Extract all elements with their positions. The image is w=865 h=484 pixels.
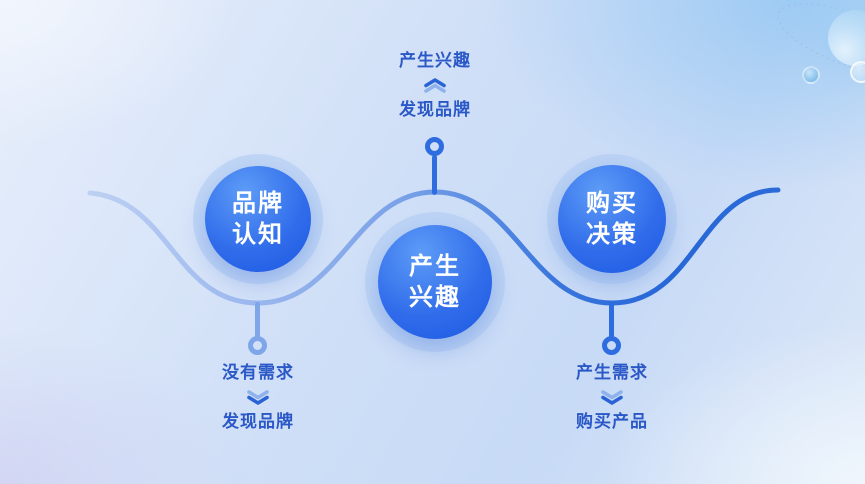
stage-label-line: 兴趣 <box>409 284 461 311</box>
right-connector-stem <box>609 302 614 338</box>
right-connector-node <box>602 336 621 355</box>
stage-label-line: 认知 <box>232 221 284 248</box>
callout-text-top: 产生需求 <box>576 363 648 382</box>
callout-text-top: 产生兴趣 <box>399 51 471 70</box>
planet-decoration <box>828 10 865 66</box>
callout-bottom-left: 没有需求 发现品牌 <box>178 362 338 433</box>
callout-text-bottom: 发现品牌 <box>399 100 471 119</box>
stage-label-line: 产生 <box>409 253 461 280</box>
small-sphere-decoration <box>802 66 820 84</box>
stage-circle-purchase-decision: 购买 决策 <box>558 165 666 273</box>
stage-label-line: 购买 <box>586 190 638 217</box>
left-connector-node <box>248 336 267 355</box>
double-chevron-up-icon <box>424 78 446 93</box>
callout-text-bottom: 购买产品 <box>576 412 648 431</box>
left-connector-stem <box>255 302 260 338</box>
callout-text-top: 没有需求 <box>222 363 294 382</box>
callout-bottom-right: 产生需求 购买产品 <box>532 362 692 433</box>
callout-text-bottom: 发现品牌 <box>222 412 294 431</box>
double-chevron-down-icon <box>247 390 269 405</box>
stage-circle-interest: 产生 兴趣 <box>378 225 492 339</box>
top-connector-node <box>425 137 444 156</box>
callout-top: 产生兴趣 发现品牌 <box>355 50 515 121</box>
double-chevron-down-icon <box>601 390 623 405</box>
top-connector-stem <box>432 155 437 195</box>
bubble-decoration <box>850 61 865 83</box>
stage-label-line: 品牌 <box>232 190 284 217</box>
stage-circle-brand-awareness: 品牌 认知 <box>205 166 311 272</box>
stage-label-line: 决策 <box>586 221 638 248</box>
